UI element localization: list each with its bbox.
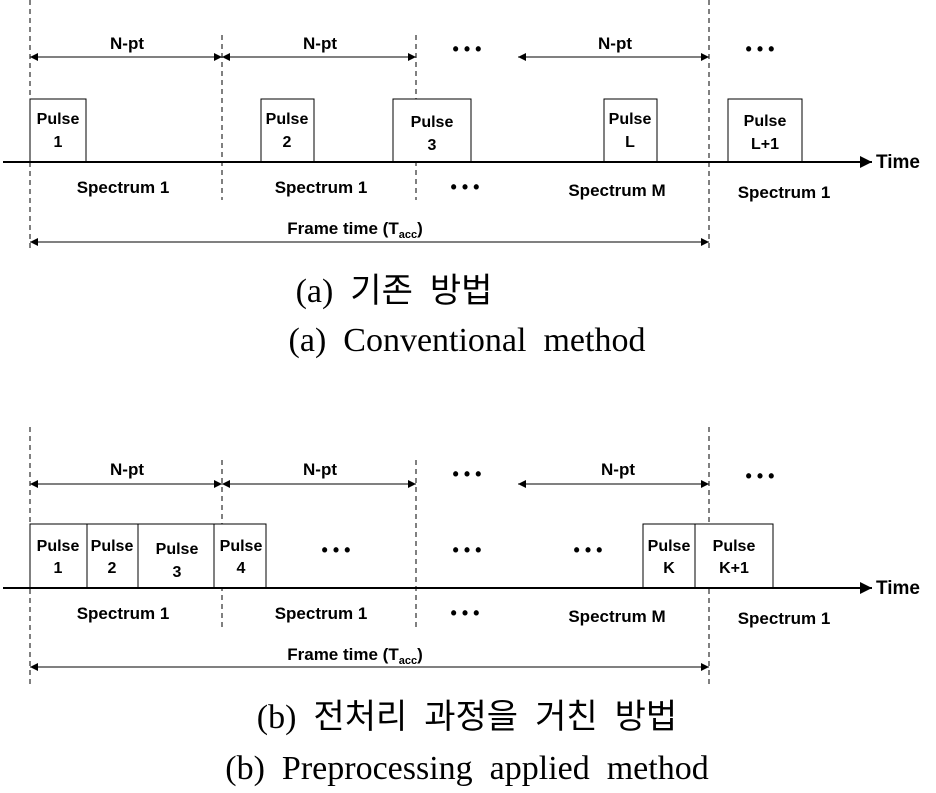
ellipsis: • • • (746, 466, 775, 486)
spectrum-label: Spectrum M (568, 181, 665, 200)
spectrum-label: Spectrum 1 (738, 183, 831, 202)
pulse-label: Pulse (648, 538, 691, 555)
ellipsis: • • • (451, 177, 480, 197)
caption-english: (b) Preprocessing applied method (225, 750, 708, 787)
pulse-number: K (663, 560, 675, 577)
ellipsis: • • • (453, 464, 482, 484)
npt-label: N-pt (303, 34, 337, 53)
pulse-label: Pulse (411, 114, 454, 131)
npt-label: N-pt (110, 34, 144, 53)
pulse-box (29, 523, 88, 589)
caption-korean: (a) 기존 방법 (296, 273, 493, 310)
pulse-number: 2 (283, 134, 292, 151)
ellipsis: • • • (574, 540, 603, 560)
spectrum-label: Spectrum M (568, 607, 665, 626)
pulse-label: Pulse (91, 538, 134, 555)
ellipsis: • • • (746, 39, 775, 59)
frame-time-label: Frame time (Tacc) (287, 219, 423, 241)
pulse-label: Pulse (609, 111, 652, 128)
caption-english: (a) Conventional method (289, 322, 646, 359)
ellipsis: • • • (453, 540, 482, 560)
pulse-number: 1 (54, 134, 63, 151)
pulse-number: K+1 (719, 560, 749, 577)
ellipsis: • • • (453, 39, 482, 59)
caption-korean: (b) 전처리 과정을 거친 방법 (257, 699, 677, 736)
ellipsis: • • • (451, 603, 480, 623)
spectrum-label: Spectrum 1 (77, 178, 170, 197)
npt-label: N-pt (598, 34, 632, 53)
pulse-box (727, 98, 803, 163)
npt-label: N-pt (303, 460, 337, 479)
pulse-number: 2 (108, 560, 117, 577)
pulse-box (642, 523, 696, 589)
time-axis-label: Time (876, 152, 920, 173)
panel-a-conventional: N-pt N-pt N-pt • • • • • • Pulse 1 Pulse… (3, 0, 920, 359)
pulse-label: Pulse (266, 111, 309, 128)
pulse-number: 1 (54, 560, 63, 577)
pulse-label: Pulse (744, 113, 787, 130)
pulse-box (137, 523, 215, 589)
time-axis-label: Time (876, 578, 920, 599)
spectrum-label: Spectrum 1 (77, 604, 170, 623)
pulse-label: Pulse (37, 538, 80, 555)
pulse-box (86, 523, 139, 589)
spectrum-label: Spectrum 1 (275, 604, 368, 623)
pulse-box (213, 523, 267, 589)
pulse-box (392, 98, 472, 163)
pulse-number: 3 (428, 137, 437, 154)
pulse-label: Pulse (156, 541, 199, 558)
spectrum-label: Spectrum 1 (275, 178, 368, 197)
ellipsis: • • • (322, 540, 351, 560)
frame-time-label: Frame time (Tacc) (287, 645, 423, 667)
pulse-number: 3 (173, 564, 182, 581)
pulse-box (694, 523, 774, 589)
pulse-number: L+1 (751, 136, 779, 153)
spectrum-label: Spectrum 1 (738, 609, 831, 628)
pulse-box (260, 98, 315, 163)
pulse-label: Pulse (220, 538, 263, 555)
npt-label: N-pt (601, 460, 635, 479)
panel-b-preprocessing: N-pt N-pt N-pt • • • • • • Pulse 1 Pulse… (3, 427, 920, 787)
pulse-label: Pulse (713, 538, 756, 555)
pulse-box (603, 98, 658, 163)
pulse-number: L (625, 134, 635, 151)
pulse-label: Pulse (37, 111, 80, 128)
pulse-number: 4 (237, 560, 246, 577)
npt-label: N-pt (110, 460, 144, 479)
pulse-box (29, 98, 87, 163)
